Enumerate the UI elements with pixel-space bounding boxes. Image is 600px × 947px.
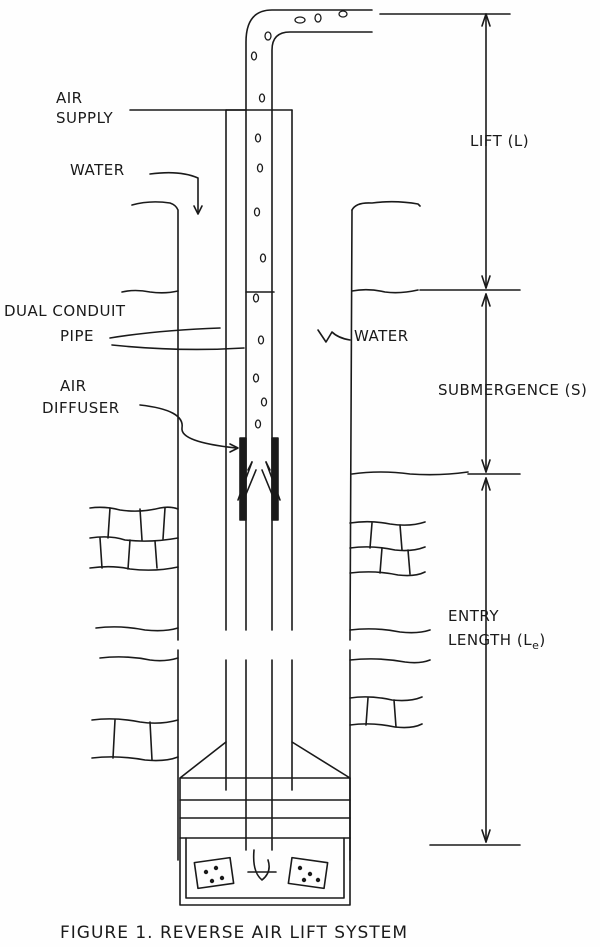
ground-surface-right <box>351 200 421 211</box>
air-bubbles <box>250 10 348 429</box>
dimension-line <box>379 13 521 846</box>
water-level-right <box>351 288 419 294</box>
air-diffuser-label-line1: AIR <box>60 377 87 395</box>
air-supply-label-line1: AIR <box>56 89 83 107</box>
ground-surface-left <box>131 201 179 641</box>
well-wall-right <box>349 209 353 641</box>
air-diffuser <box>237 437 281 521</box>
air-supply-label-line2: SUPPLY <box>56 109 114 127</box>
rock-strata-right <box>349 520 431 729</box>
discharge-pipe-right-wall <box>271 31 373 631</box>
water-right-label: WATER <box>354 327 409 345</box>
leader-lines <box>109 171 351 453</box>
submergence-line <box>351 471 469 476</box>
submergence-label: SUBMERGENCE (S) <box>438 381 588 399</box>
dual-conduit-label-line2: PIPE <box>60 327 94 345</box>
lift-label: LIFT (L) <box>470 132 530 150</box>
water-top-label: WATER <box>70 161 125 179</box>
drill-bit-assembly <box>179 741 351 906</box>
air-diffuser-label-line2: DIFFUSER <box>42 399 120 417</box>
discharge-pipe-left-wall <box>245 9 373 631</box>
figure-caption: FIGURE 1. REVERSE AIR LIFT SYSTEM <box>60 923 409 943</box>
dual-conduit-label-line1: DUAL CONDUIT <box>4 302 126 320</box>
entry-length-label-line2: LENGTH (Le) <box>448 631 546 653</box>
water-level-left <box>121 289 179 294</box>
rock-strata-left <box>89 506 179 762</box>
entry-length-label-line1: ENTRY <box>448 607 499 625</box>
